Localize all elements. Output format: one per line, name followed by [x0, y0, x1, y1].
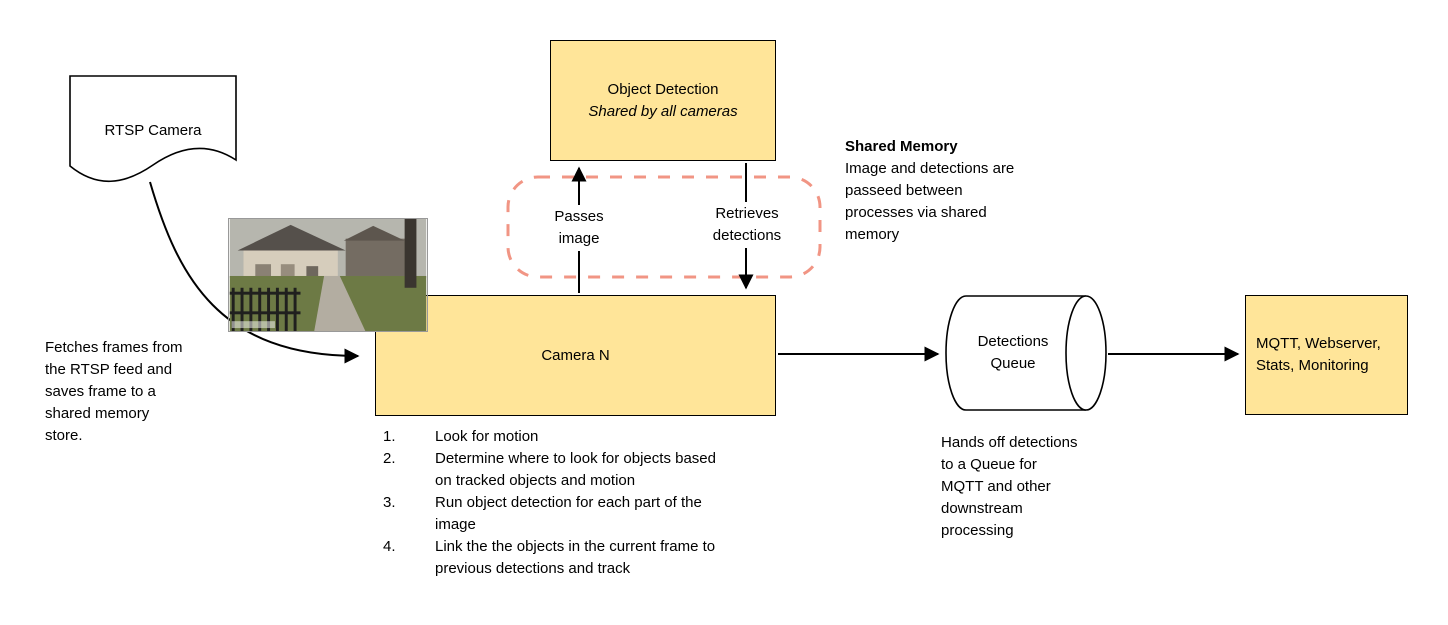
step-item: 3. Run object detection for each part of…	[383, 492, 735, 536]
camera-n-label: Camera N	[541, 346, 610, 364]
detections-queue-label: Detections Queue	[977, 333, 1049, 372]
shared-memory-note: Shared Memory Image and detections are p…	[845, 136, 1017, 246]
step-text: Determine where to look for objects base…	[435, 450, 716, 489]
step-item: 1. Look for motion	[383, 426, 735, 448]
step-text: Run object detection for each part of th…	[435, 494, 702, 533]
camera-snapshot-image	[228, 218, 428, 332]
detections-queue-shape	[945, 295, 1086, 411]
step-number: 1.	[383, 428, 396, 445]
step-text: Link the the objects in the current fram…	[435, 538, 716, 577]
shared-memory-title: Shared Memory	[845, 138, 958, 155]
step-item: 2. Determine where to look for objects b…	[383, 448, 735, 492]
passes-image-label: Passes image	[548, 205, 610, 251]
retrieves-detections-label: Retrieves detections	[702, 202, 792, 248]
object-detection-subtitle: Shared by all cameras	[588, 102, 738, 120]
step-text: Look for motion	[435, 428, 539, 445]
step-number: 2.	[383, 450, 396, 467]
camera-steps-list: 1. Look for motion 2. Determine where to…	[383, 426, 735, 580]
step-number: 3.	[383, 494, 396, 511]
outputs-label: MQTT, Webserver, Stats, Monitoring	[1256, 335, 1381, 374]
shared-memory-body: Image and detections are passeed between…	[845, 160, 1015, 243]
fetch-note: Fetches frames from the RTSP feed and sa…	[45, 339, 183, 444]
object-detection-title: Object Detection	[607, 80, 719, 98]
outputs-node: MQTT, Webserver, Stats, Monitoring	[1245, 295, 1408, 415]
shared-memory-dashed-outline	[506, 175, 822, 279]
step-number: 4.	[383, 538, 396, 555]
camera-n-node: Camera N	[375, 295, 776, 416]
camera-scene	[229, 219, 427, 331]
step-item: 4. Link the the objects in the current f…	[383, 536, 735, 580]
detections-queue-cap	[1065, 295, 1107, 411]
rtsp-to-camera-arrow	[149, 181, 360, 364]
rtsp-camera-shape	[69, 75, 237, 183]
queue-note: Hands off detections to a Queue for MQTT…	[941, 434, 1078, 539]
rtsp-camera-label: RTSP Camera	[104, 122, 202, 139]
object-detection-node: Object Detection Shared by all cameras	[550, 40, 776, 161]
